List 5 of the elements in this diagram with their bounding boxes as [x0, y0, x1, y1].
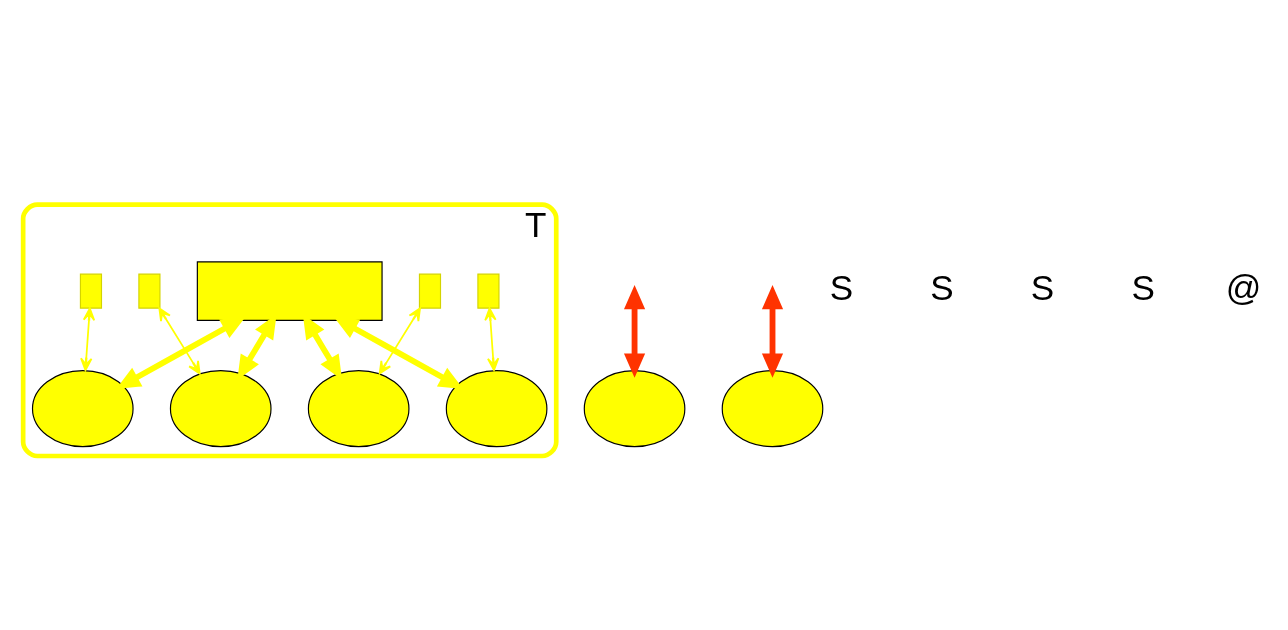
label: S	[1030, 267, 1054, 307]
label: S	[1130, 267, 1155, 307]
label: S	[929, 267, 954, 307]
label: @	[1225, 267, 1261, 307]
label: S	[829, 267, 853, 307]
